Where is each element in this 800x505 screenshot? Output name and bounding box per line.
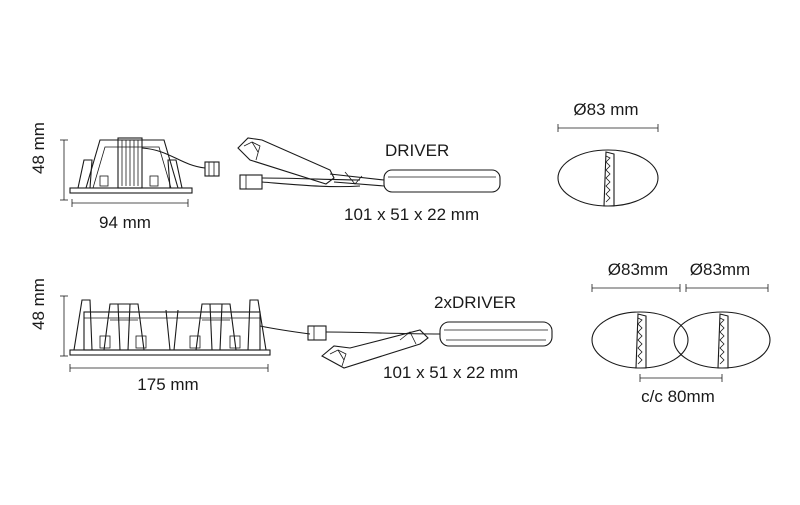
single-luminaire	[60, 137, 220, 201]
double-driver-label: 2xDRIVER	[434, 293, 516, 312]
double-driver	[259, 321, 553, 369]
single-width-label: 94 mm	[99, 213, 151, 232]
single-cutout-label: Ø83 mm	[573, 100, 638, 119]
single-height-label: 48 mm	[29, 122, 48, 174]
single-driver-label: DRIVER	[385, 141, 449, 160]
double-height-label: 48 mm	[29, 278, 48, 330]
single-cutout	[557, 124, 659, 207]
single-driver	[237, 137, 501, 193]
double-luminaire	[60, 295, 271, 357]
double-cutout	[591, 284, 771, 382]
double-driver-dims: 101 x 51 x 22 mm	[383, 363, 518, 382]
double-cutout-left-label: Ø83mm	[608, 260, 668, 279]
double-cutout-right-label: Ø83mm	[690, 260, 750, 279]
double-center-distance-label: c/c 80mm	[641, 387, 715, 406]
single-driver-dims: 101 x 51 x 22 mm	[344, 205, 479, 224]
double-width-label: 175 mm	[137, 375, 198, 394]
